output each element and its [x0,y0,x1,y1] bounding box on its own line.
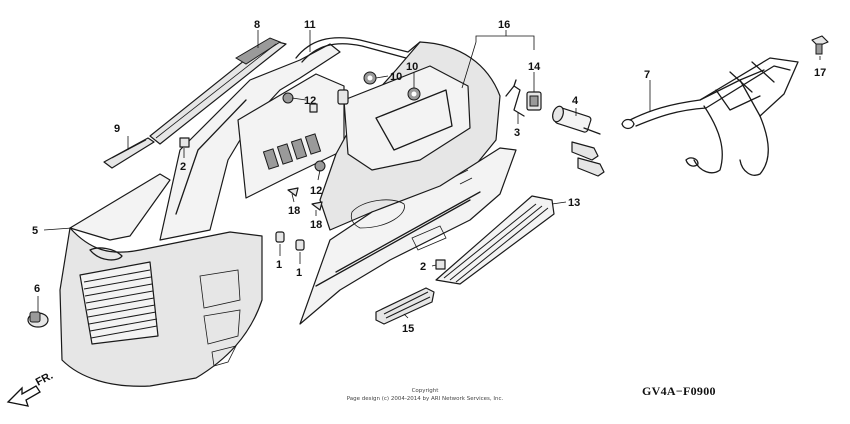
callout-18a: 18 [288,205,300,217]
callout-1a: 1 [276,259,282,271]
callout-15: 15 [402,323,414,335]
callout-8: 8 [254,19,260,31]
callout-10b: 10 [406,61,418,73]
diagram-code: GV4A−F0900 [642,384,716,398]
side-trim-part [435,195,555,285]
callout-7: 7 [644,69,650,81]
hinge-part [337,89,349,105]
key-lock-part [552,105,605,177]
callout-10a: 10 [390,71,402,83]
callout-2a: 2 [180,161,186,173]
fastener-clip-1a [275,231,285,243]
screw-18b [311,201,323,211]
front-cover-part [59,173,263,387]
small-clip-12 [309,103,318,113]
side-grip-part [103,137,155,169]
rear-carrier-part [621,57,799,176]
grommet-12b [314,160,326,172]
callout-labels: 1 1 2 2 3 4 5 6 7 8 9 10 10 11 12 12 13 … [32,19,826,335]
reflector-part [375,287,435,325]
bolt-part [811,35,829,55]
callout-11: 11 [304,19,316,31]
leader-lines [37,30,821,319]
bracket-part [505,79,525,117]
callout-13: 13 [568,197,580,209]
screw-18a [287,187,299,197]
direction-label: FR. [34,370,55,389]
callout-5: 5 [32,225,38,237]
top-frame-part [295,37,421,63]
body-cover-right-part [299,41,517,325]
callout-16: 16 [498,19,510,31]
latch-part [526,91,542,111]
side-rail-part [149,37,287,145]
grommet-12a [282,92,294,104]
fastener-nut-2b [435,259,446,270]
callout-12a: 12 [304,95,316,107]
callout-3: 3 [514,127,520,139]
grommet-10b [407,87,421,101]
grommet-10a [363,71,377,85]
callout-12b: 12 [310,185,322,197]
copyright-line-2: Page design (c) 2004-2014 by ARI Network… [346,396,504,402]
callout-6: 6 [34,283,40,295]
callout-14: 14 [528,61,541,73]
callout-18b: 18 [310,219,322,231]
callout-17: 17 [814,67,826,79]
fastener-nut-2a [179,137,190,148]
knob-part [27,311,49,328]
callout-1b: 1 [296,267,302,279]
callout-2b: 2 [420,261,426,273]
fastener-clip-1b [295,239,305,251]
copyright-line-1: Copyright [411,388,439,394]
callout-9: 9 [114,123,120,135]
callout-4: 4 [572,95,579,107]
direction-arrow-icon [6,385,41,407]
